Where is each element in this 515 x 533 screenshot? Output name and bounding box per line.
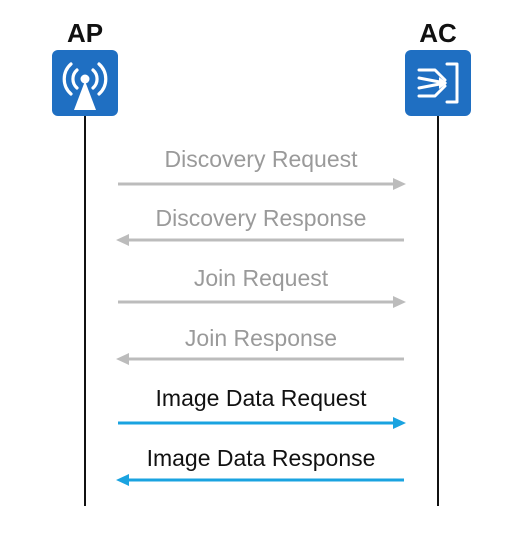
ap-label: AP <box>66 18 104 48</box>
message-arrow <box>118 296 406 308</box>
message-arrow <box>116 234 404 246</box>
message-arrow <box>118 178 406 190</box>
message-label: Join Response <box>184 325 338 351</box>
ac-lifeline <box>437 116 439 506</box>
message-label: Discovery Response <box>155 205 367 231</box>
message-label: Discovery Request <box>164 146 358 172</box>
message-label: Image Data Response <box>146 445 376 471</box>
access-controller-icon <box>405 50 471 116</box>
ac-label: AC <box>419 18 457 48</box>
ap-lifeline <box>84 116 86 506</box>
wireless-access-point-icon <box>52 50 118 116</box>
message-label: Image Data Request <box>155 385 367 411</box>
message-arrow <box>118 417 406 429</box>
message-label: Join Request <box>193 265 329 291</box>
message-arrow <box>116 353 404 365</box>
message-arrow <box>116 474 404 486</box>
